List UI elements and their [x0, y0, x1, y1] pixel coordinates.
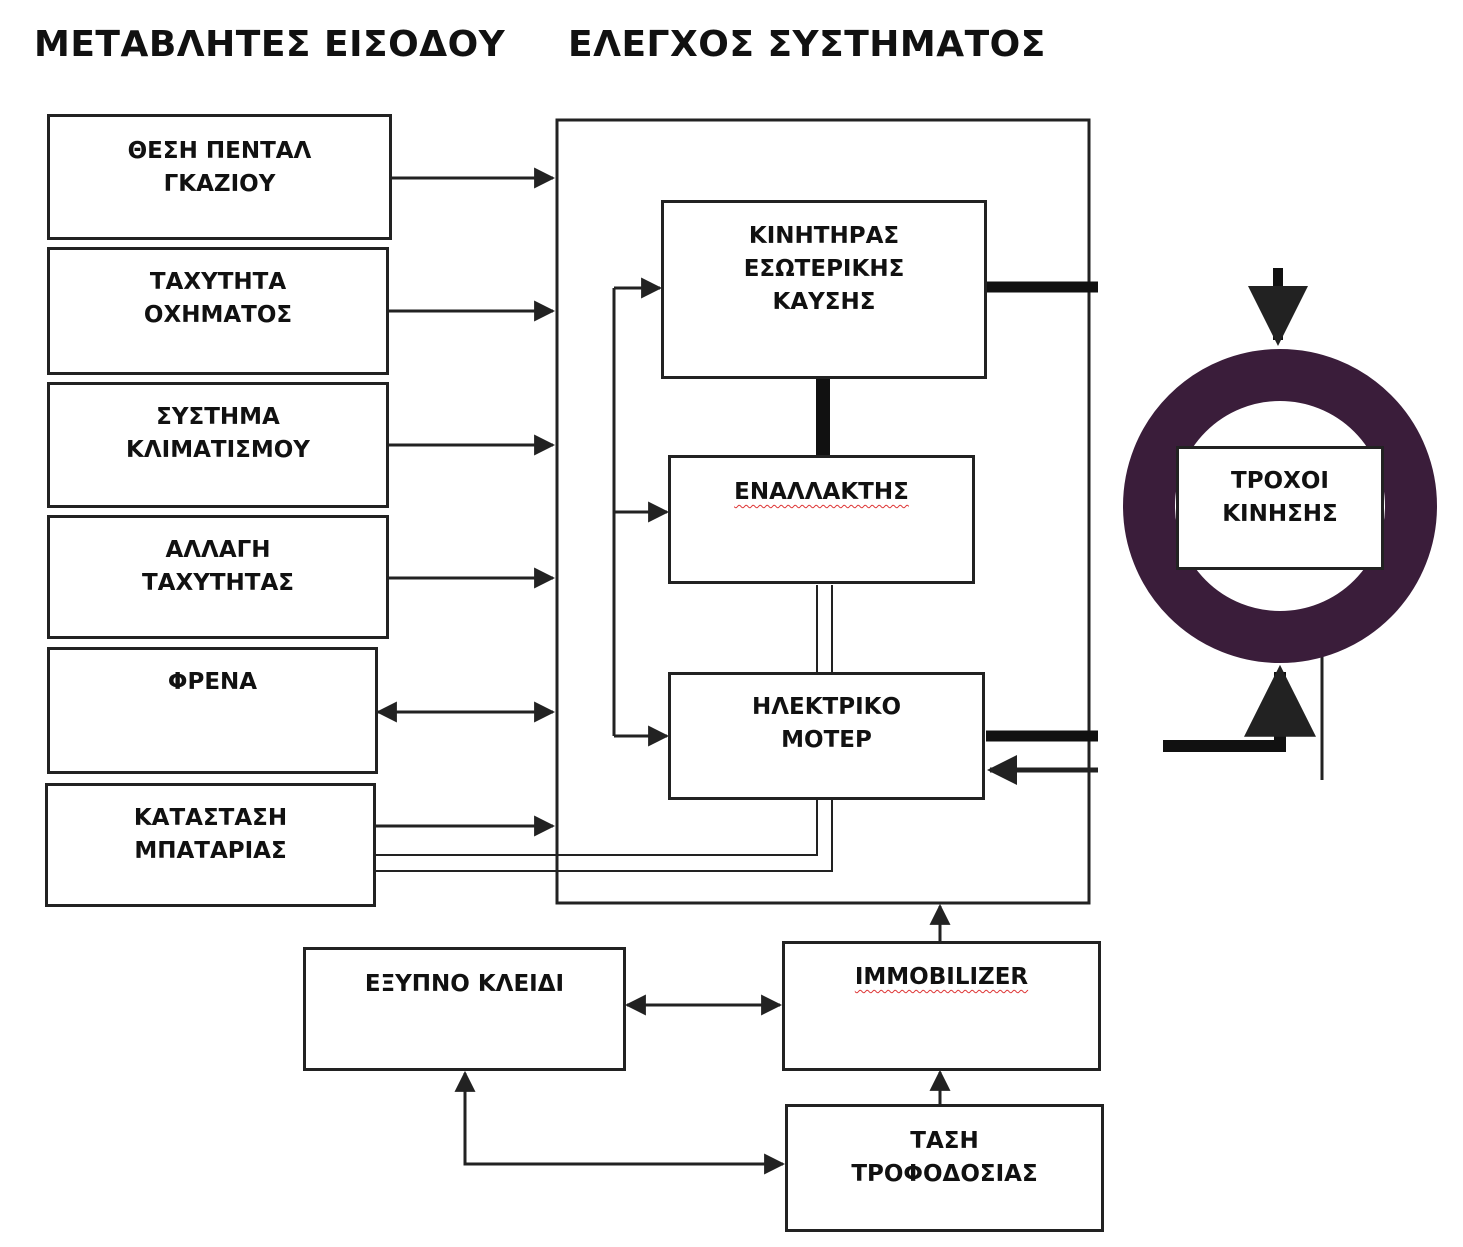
immobilizer-box: IMMOBILIZER	[782, 941, 1101, 1071]
control-heading: ΕΛΕΓΧΟΣ ΣΥΣΤΗΜΑΤΟΣ	[568, 24, 1046, 65]
drive-wheels-box: ΤΡΟΧΟΙ ΚΙΝΗΣΗΣ	[1176, 446, 1384, 570]
input-gear-label: ΑΛΛΑΓΗ ΤΑΧΥΤΗΤΑΣ	[141, 537, 294, 596]
input-speed-label: ΤΑΧΥΤΗΤΑ ΟΧΗΜΑΤΟΣ	[143, 269, 293, 328]
smart-key-label: ΕΞΥΠΝΟ ΚΛΕΙΔΙ	[364, 971, 565, 997]
input-brakes-label: ΦΡΕΝΑ	[167, 669, 258, 695]
smart-key-box: ΕΞΥΠΝΟ ΚΛΕΙΔΙ	[303, 947, 626, 1071]
supply-voltage-box: ΤΑΣΗ ΤΡΟΦΟΔΟΣΙΑΣ	[785, 1104, 1104, 1232]
input-pedal-position: ΘΕΣΗ ΠΕΝΤΑΛ ΓΚΑΖΙΟΥ	[47, 114, 392, 240]
input-air-conditioning: ΣΥΣΤΗΜΑ ΚΛΙΜΑΤΙΣΜΟΥ	[47, 382, 389, 508]
system-control-frame	[555, 118, 1091, 905]
immobilizer-label: IMMOBILIZER	[854, 964, 1029, 990]
input-battery-state: ΚΑΤΑΣΤΑΣΗ ΜΠΑΤΑΡΙΑΣ	[45, 783, 376, 907]
key-supply-link	[454, 1070, 786, 1175]
alternator-box: ΕΝΑΛΛΑΚΤΗΣ	[668, 455, 975, 584]
input-ac-label: ΣΥΣΤΗΜΑ ΚΛΙΜΑΤΙΣΜΟΥ	[126, 404, 310, 463]
supply-voltage-label: ΤΑΣΗ ΤΡΟΦΟΔΟΣΙΑΣ	[851, 1128, 1038, 1187]
inputs-heading: ΜΕΤΑΒΛΗΤΕΣ ΕΙΣΟΔΟΥ	[34, 24, 506, 65]
alternator-label: ΕΝΑΛΛΑΚΤΗΣ	[734, 479, 909, 505]
combustion-engine-label: ΚΙΝΗΤΗΡΑΣ ΕΣΩΤΕΡΙΚΗΣ ΚΑΥΣΗΣ	[743, 223, 905, 315]
input-brakes: ΦΡΕΝΑ	[47, 647, 378, 774]
bottom-drive-arrow	[1163, 664, 1316, 752]
electric-motor-label: ΗΛΕΚΤΡΙΚΟ ΜΟΤΕΡ	[751, 694, 902, 753]
input-pedal-label: ΘΕΣΗ ΠΕΝΤΑΛ ΓΚΑΖΙΟΥ	[127, 138, 312, 197]
input-battery-label: ΚΑΤΑΣΤΑΣΗ ΜΠΑΤΑΡΙΑΣ	[133, 805, 288, 864]
drive-wheels-label: ΤΡΟΧΟΙ ΚΙΝΗΣΗΣ	[1222, 468, 1338, 527]
combustion-engine-box: ΚΙΝΗΤΗΡΑΣ ΕΣΩΤΕΡΙΚΗΣ ΚΑΥΣΗΣ	[661, 200, 987, 379]
drive-wheel-ring	[1123, 349, 1437, 663]
input-vehicle-speed: ΤΑΧΥΤΗΤΑ ΟΧΗΜΑΤΟΣ	[47, 247, 389, 375]
input-gear-change: ΑΛΛΑΓΗ ΤΑΧΥΤΗΤΑΣ	[47, 515, 389, 639]
electric-motor-box: ΗΛΕΚΤΡΙΚΟ ΜΟΤΕΡ	[668, 672, 985, 800]
